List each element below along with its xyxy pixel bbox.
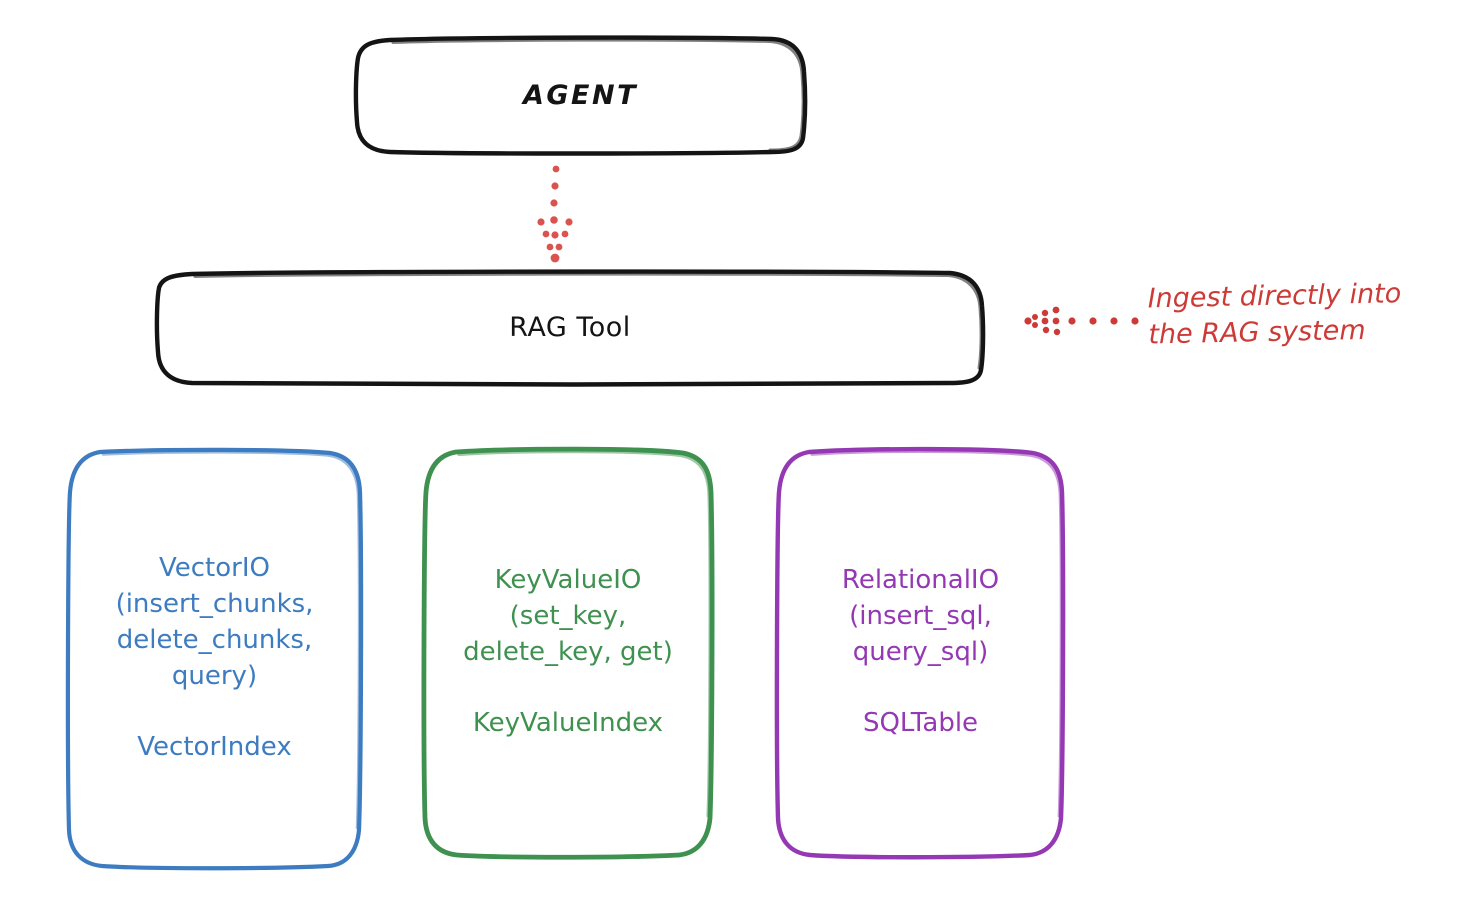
node-rag-tool-label: RAG Tool [509, 311, 631, 343]
node-vector-io[interactable]: VectorIO (insert_chunks, delete_chunks, … [68, 450, 361, 867]
node-vector-io-label: VectorIO (insert_chunks, delete_chunks, … [115, 552, 314, 763]
node-key-value-io-label: KeyValueIO (set_key, delete_key, get) Ke… [463, 564, 673, 739]
annotation-ingest-note: Ingest directly into the RAG system [1147, 278, 1402, 351]
node-relational-io-label: RelationalIO (insert_sql, query_sql) SQL… [841, 564, 1000, 739]
node-key-value-io[interactable]: KeyValueIO (set_key, delete_key, get) Ke… [425, 450, 711, 855]
node-agent-label: AGENT [522, 79, 638, 111]
node-relational-io[interactable]: RelationalIO (insert_sql, query_sql) SQL… [778, 450, 1063, 855]
node-rag-tool[interactable]: RAG Tool [157, 272, 983, 383]
node-agent[interactable]: AGENT [356, 38, 805, 153]
connector-agent-to-rag-tool [537, 165, 573, 263]
connector-note-to-rag-tool [1024, 306, 1139, 336]
